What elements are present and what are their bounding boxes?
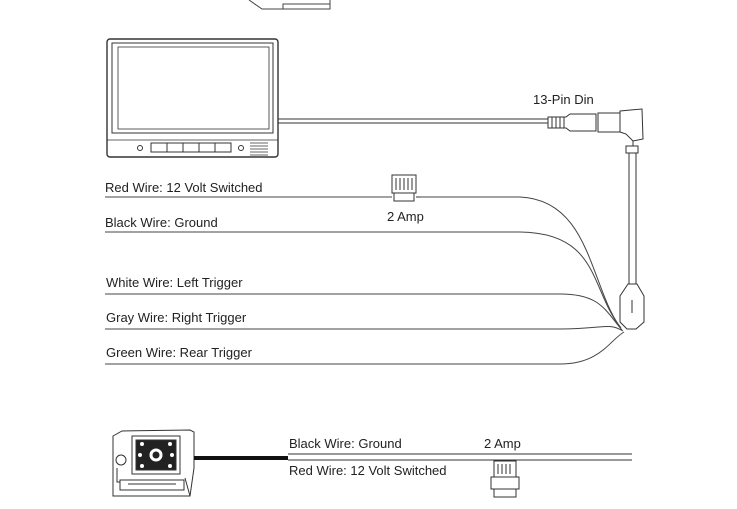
wire-label-black: Black Wire: Ground xyxy=(105,215,218,230)
camera-cable xyxy=(194,453,632,461)
din-connector-label: 13-Pin Din xyxy=(533,92,594,107)
monitor-buttons xyxy=(150,142,232,153)
speaker-grille xyxy=(250,142,268,156)
partial-device-top xyxy=(248,0,331,10)
camera-wire-label-black: Black Wire: Ground xyxy=(289,436,402,451)
monitor-cable xyxy=(278,118,548,124)
fuse-top-label: 2 Amp xyxy=(387,209,424,224)
wire-label-green: Green Wire: Rear Trigger xyxy=(106,345,252,360)
fuse-top xyxy=(391,174,420,202)
wire-label-white: White Wire: Left Trigger xyxy=(106,275,243,290)
wire-label-red: Red Wire: 12 Volt Switched xyxy=(105,180,263,195)
trunk-cable xyxy=(628,153,637,284)
camera-fuse-label: 2 Amp xyxy=(484,436,521,451)
monitor xyxy=(106,38,279,158)
wire-curves xyxy=(105,196,625,365)
breakout-block xyxy=(619,283,645,330)
ir-leds xyxy=(138,442,174,468)
din-connector xyxy=(547,108,644,154)
camera-wire-label-red: Red Wire: 12 Volt Switched xyxy=(289,463,447,478)
fuse-bottom xyxy=(490,460,520,498)
wire-label-gray: Gray Wire: Right Trigger xyxy=(106,310,247,325)
camera xyxy=(112,429,195,497)
